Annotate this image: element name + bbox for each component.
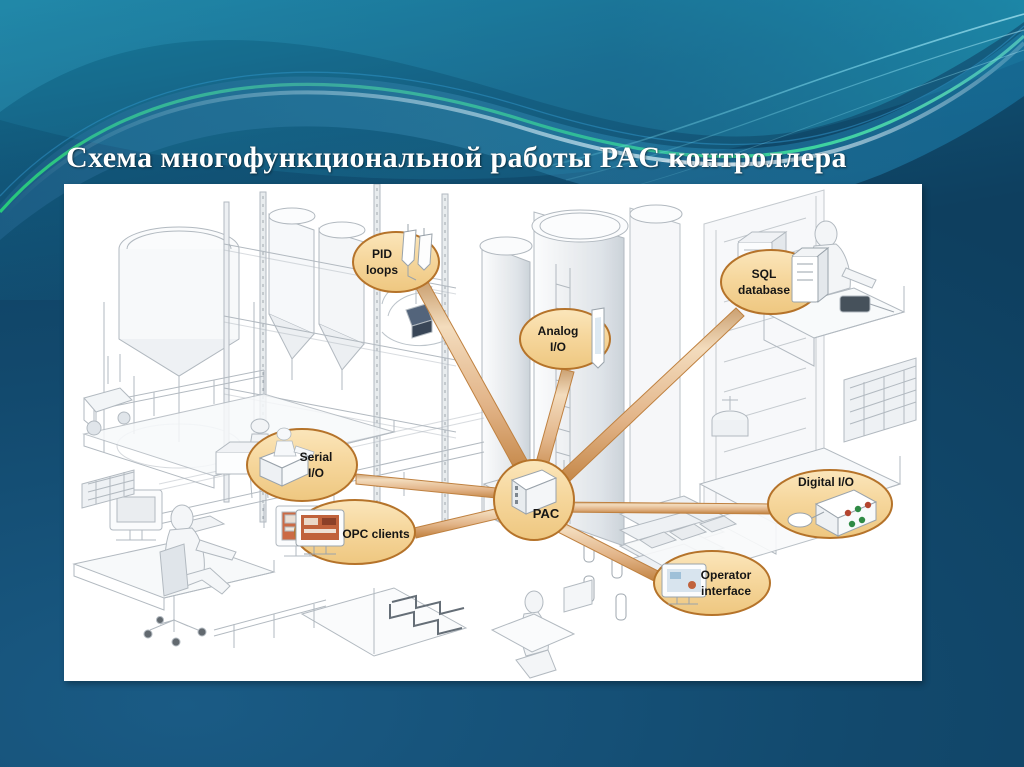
pac-architecture-diagram: PAC PID loops: [64, 184, 922, 681]
server-tower-icon: [791, 246, 830, 304]
node-label-operator-line2: interface: [701, 584, 751, 598]
node-digital-io[interactable]: Digital I/O: [767, 469, 893, 539]
page-title: Схема многофункциональной работы PAC кон…: [66, 141, 847, 174]
grate-panel: [81, 469, 135, 509]
node-label-pid-line1: PID: [372, 247, 392, 261]
node-label-pid-line2: loops: [366, 263, 398, 277]
scaffold-frames: [223, 184, 457, 525]
forklift: [83, 354, 133, 436]
node-label-sql-line1: SQL: [752, 267, 777, 281]
node-label-serial-line1: Serial: [300, 450, 333, 464]
node-label-pac: PAC: [533, 506, 560, 521]
node-label-operator-line1: Operator: [701, 568, 752, 582]
stairs: [213, 587, 468, 657]
node-opc-clients[interactable]: OPC clients: [294, 499, 416, 565]
analog-sensor-icon: [591, 307, 605, 369]
opc-monitor-icon: [295, 509, 345, 555]
node-label-sql-line2: database: [738, 283, 790, 297]
digital-io-module-icon: [787, 489, 878, 537]
node-label-analog-line1: Analog: [538, 324, 579, 338]
node-label-serial-line2: I/O: [308, 466, 324, 480]
grille-panel: [843, 357, 917, 443]
serial-box-icon: [258, 447, 310, 487]
wireless-access-point: [381, 277, 447, 346]
diagram-picture-panel: PAC PID loops: [64, 184, 922, 681]
valve-assembly: [711, 396, 749, 437]
node-label-digital: Digital I/O: [798, 475, 854, 489]
node-pid-loops[interactable]: PID loops: [352, 224, 440, 293]
pid-vessel-icon: [401, 224, 433, 281]
node-analog-io[interactable]: Analog I/O: [519, 307, 611, 370]
node-sql-database[interactable]: SQL database: [720, 246, 830, 315]
hmi-panel-icon: [661, 563, 707, 605]
node-label-opc: OPC clients: [342, 527, 410, 541]
node-operator-interface[interactable]: Operator interface: [653, 550, 771, 616]
node-serial-io[interactable]: Serial I/O: [246, 427, 358, 502]
control-desk-operator: [72, 489, 276, 647]
node-label-analog-line2: I/O: [550, 340, 566, 354]
node-pac[interactable]: PAC: [493, 459, 575, 541]
